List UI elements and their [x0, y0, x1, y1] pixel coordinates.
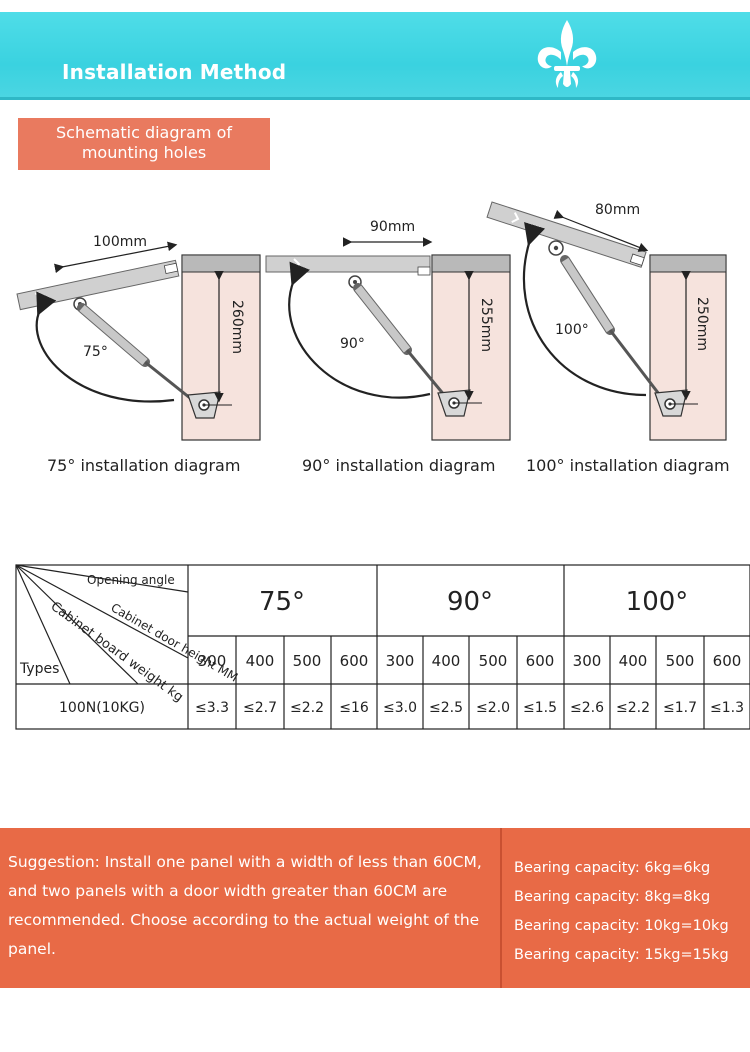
height-label: 260mm: [229, 300, 245, 354]
angle-100: 100°: [626, 587, 689, 617]
height-cell: 600: [340, 652, 369, 670]
page-title: Installation Method: [62, 60, 287, 84]
height-cell: 300: [386, 652, 415, 670]
diagram-100: 250mm 80mm 100°: [486, 201, 727, 441]
weight-cell: ≤2.7: [243, 700, 277, 716]
section-subtitle: Schematic diagram of mounting holes: [18, 118, 270, 170]
header-divider: [0, 97, 750, 100]
door-panel: [265, 255, 431, 273]
weight-cell: ≤3.3: [195, 700, 229, 716]
height-label: 255mm: [478, 298, 494, 352]
cabinet-top: [181, 254, 261, 273]
height-label: 250mm: [694, 297, 710, 351]
height-cell: 500: [666, 652, 695, 670]
weight-cell: ≤2.5: [429, 700, 463, 716]
header-opening-angle: Opening angle: [87, 573, 175, 587]
capacity-item: Bearing capacity: 15kg=15kg: [514, 947, 729, 963]
spec-table: Opening angle Cabinet door height MM Cab…: [15, 564, 750, 730]
caption-75: 75° installation diagram: [47, 456, 241, 475]
caption-100: 100° installation diagram: [526, 456, 730, 475]
weight-cell: ≤2.0: [476, 700, 510, 716]
angle-75: 75°: [259, 587, 305, 617]
angle-label: 100°: [555, 322, 589, 338]
diagram-90: 255mm 90mm 90°: [265, 219, 511, 441]
weight-cell: ≤1.5: [523, 700, 557, 716]
cabinet-top: [649, 254, 727, 273]
door-panel: [16, 259, 180, 311]
width-label: 100mm: [93, 234, 147, 250]
suggestion-text: Suggestion: Install one panel with a wid…: [8, 853, 482, 958]
capacity-list: Bearing capacity: 6kg=6kg Bearing capaci…: [514, 854, 746, 970]
capacity-item: Bearing capacity: 8kg=8kg: [514, 889, 711, 905]
weight-cell: ≤1.3: [710, 700, 744, 716]
angle-label: 75°: [83, 344, 108, 360]
height-cell: 500: [479, 652, 508, 670]
weight-cell: ≤1.7: [663, 700, 697, 716]
height-cell: 600: [713, 652, 742, 670]
height-cell: 400: [619, 652, 648, 670]
info-panel: Suggestion: Install one panel with a wid…: [0, 828, 750, 988]
panel-divider: [500, 828, 502, 988]
caption-90: 90° installation diagram: [302, 456, 496, 475]
header-cabinet-door-height: Cabinet door height MM: [109, 600, 241, 684]
weight-cell: ≤3.0: [383, 700, 417, 716]
height-cell: 500: [293, 652, 322, 670]
height-cell: 300: [573, 652, 602, 670]
cabinet-top: [431, 254, 511, 273]
height-cell: 400: [246, 652, 275, 670]
fleur-de-lis-icon: [537, 20, 597, 88]
height-cell: 300: [198, 652, 227, 670]
row-type: 100N(10KG): [59, 700, 145, 716]
weight-cell: ≤2.2: [616, 700, 650, 716]
width-label: 90mm: [370, 219, 415, 235]
height-cell: 400: [432, 652, 461, 670]
angle-90: 90°: [447, 587, 493, 617]
angle-label: 90°: [340, 336, 365, 352]
capacity-item: Bearing capacity: 10kg=10kg: [514, 918, 729, 934]
header-banner: Installation Method: [0, 12, 750, 100]
capacity-item: Bearing capacity: 6kg=6kg: [514, 860, 711, 876]
weight-cell: ≤2.6: [570, 700, 604, 716]
width-label: 80mm: [595, 202, 640, 218]
header-types: Types: [19, 661, 59, 677]
weight-cell: ≤2.2: [290, 700, 324, 716]
weight-cell: ≤16: [339, 700, 369, 716]
installation-diagrams: 260mm 100mm 75° 255mm 90mm 90°: [16, 201, 727, 441]
cabinet-body: [431, 254, 511, 441]
diagram-75: 260mm 100mm 75°: [16, 234, 261, 441]
height-cell: 600: [526, 652, 555, 670]
